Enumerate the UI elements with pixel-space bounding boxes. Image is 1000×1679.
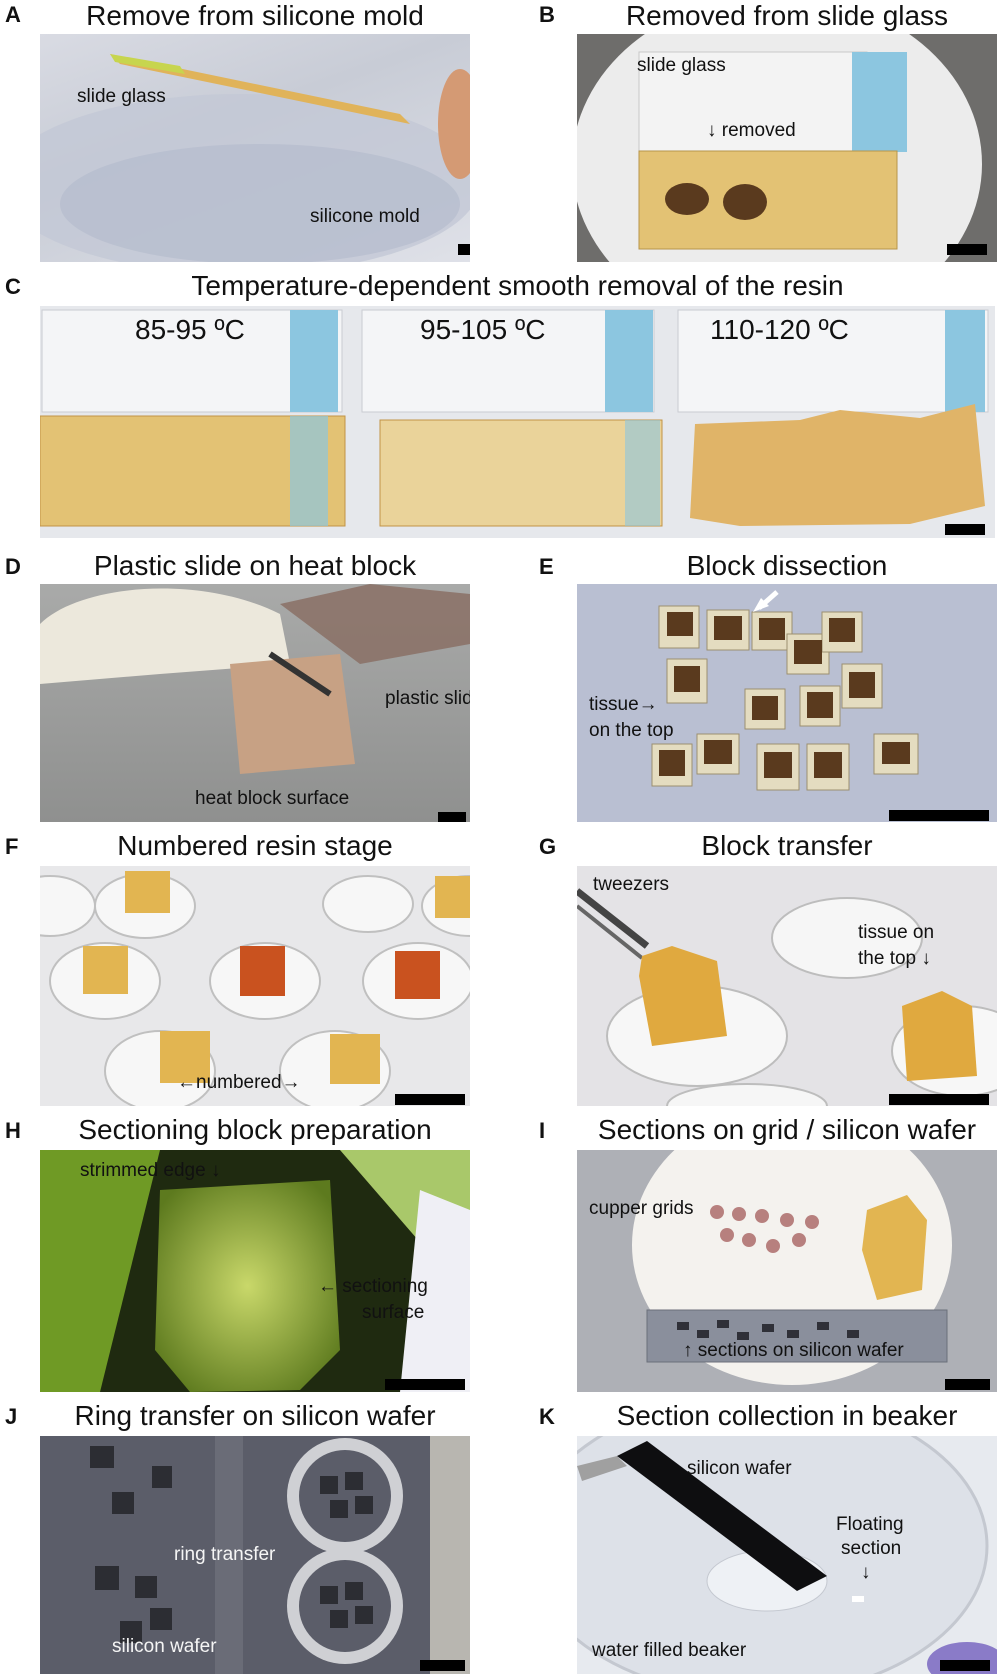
scale-bar-d (438, 812, 466, 822)
label-floating-line1: Floating (836, 1514, 904, 1535)
label-floating-line2: section (841, 1538, 902, 1559)
photo-j-drawing (90, 1436, 470, 1674)
scale-bar-e (889, 810, 989, 821)
photo-d: plastic slide heat block surface (40, 584, 470, 822)
panel-letter-b: B (539, 2, 555, 27)
label-tissue-line1-e: tissue→ (589, 694, 658, 715)
photo-d-drawing (40, 584, 470, 774)
panel-title-k: Section collection in beaker (616, 1400, 958, 1431)
label-sectioning-line1: ← sectioning (318, 1276, 428, 1297)
photo-e-drawing (651, 590, 919, 791)
panel-title-i: Sections on grid / silicon wafer (597, 1114, 977, 1145)
label-silicone-mold: silicone mold (310, 206, 420, 227)
panel-title-e: Block dissection (686, 550, 888, 581)
panel-letter-h: H (5, 1118, 21, 1143)
label-tissue-line2-e: on the top (589, 720, 674, 741)
panel-letter-f: F (5, 834, 19, 859)
panel-title-b: Removed from slide glass (625, 0, 949, 31)
label-slide-glass-b: slide glass (637, 55, 726, 76)
photo-k: silicon wafer Floating section ↓ water f… (577, 1436, 997, 1674)
photo-e: tissue→ on the top (577, 584, 997, 822)
panel-title-j: Ring transfer on silicon wafer (74, 1400, 436, 1431)
panel-letter-k: K (539, 1404, 555, 1429)
scale-bar-g (889, 1094, 989, 1105)
label-removed: ↓ removed (707, 120, 796, 141)
scale-bar-f (395, 1094, 465, 1105)
label-sectioning-line2: surface (362, 1302, 425, 1323)
photo-a-drawing (40, 54, 470, 262)
temperature-label-3: 110-120 ºC (710, 314, 849, 345)
label-silicon-wafer-j: silicon wafer (112, 1636, 217, 1657)
panel-title-c: Temperature-dependent smooth removal of … (191, 270, 844, 301)
label-tweezers: tweezers (593, 874, 670, 895)
panel-title-f: Numbered resin stage (117, 830, 393, 861)
photo-b-drawing (577, 34, 982, 262)
photo-i-drawing (632, 1150, 952, 1385)
label-floating-arrow: ↓ (861, 1562, 871, 1583)
label-heat-block-surface: heat block surface (195, 788, 350, 809)
scale-bar-j (420, 1660, 465, 1671)
panel-letter-e: E (539, 554, 554, 579)
label-numbered: ←numbered→ (177, 1072, 301, 1093)
scale-bar-k (940, 1660, 990, 1671)
panel-letter-a: A (5, 2, 21, 27)
photo-f-drawing (40, 871, 470, 1106)
panel-title-a: Remove from silicone mold (86, 0, 424, 31)
photo-f: ←numbered→ (40, 866, 470, 1106)
photo-j: ring transfer silicon wafer (40, 1436, 470, 1674)
label-plastic-slide: plastic slide (385, 688, 470, 709)
label-sections-on-wafer: ↑ sections on silicon wafer (683, 1340, 904, 1361)
panel-letter-i: I (539, 1118, 546, 1143)
scale-bar-h (385, 1379, 465, 1390)
label-trimmed-edge: strimmed edge ↓ (80, 1160, 221, 1181)
label-silicon-wafer-k: silicon wafer (687, 1458, 792, 1479)
photo-g-drawing (577, 888, 997, 1106)
temperature-label-1: 85-95 ºC (135, 314, 245, 345)
photo-h-drawing (40, 1150, 470, 1392)
temperature-label-2: 95-105 ºC (420, 314, 546, 345)
label-cupper-grids: cupper grids (589, 1198, 694, 1219)
scale-bar-b (947, 244, 987, 255)
label-ring-transfer: ring transfer (174, 1544, 276, 1565)
photo-h: strimmed edge ↓ ← sectioning surface (40, 1150, 470, 1392)
label-tissue-line2-g: the top ↓ (858, 948, 931, 969)
panel-title-g: Block transfer (701, 830, 873, 861)
scale-bar-i (945, 1379, 990, 1390)
scale-bar-c (945, 524, 985, 535)
photo-c: 85-95 ºC 95-105 ºC 110-120 ºC (40, 306, 995, 538)
scale-bar-a (458, 244, 470, 255)
label-tissue-line1-g: tissue on (858, 922, 935, 943)
label-water-filled-beaker: water filled beaker (592, 1640, 747, 1661)
panel-letter-g: G (539, 834, 557, 859)
photo-a: slide glass silicone mold (40, 34, 470, 262)
photo-g: tweezers tissue on the top ↓ (577, 866, 997, 1106)
photo-i: cupper grids ↑ sections on silicon wafer (577, 1150, 997, 1392)
panel-letter-d: D (5, 554, 21, 579)
panel-title-h: Sectioning block preparation (78, 1114, 432, 1145)
label-slide-glass-a: slide glass (77, 86, 166, 107)
panel-letter-c: C (5, 274, 21, 299)
panel-letter-j: J (5, 1404, 18, 1429)
photo-c-drawing (40, 309, 989, 527)
panel-title-d: Plastic slide on heat block (93, 550, 417, 581)
photo-b: slide glass ↓ removed (577, 34, 997, 262)
